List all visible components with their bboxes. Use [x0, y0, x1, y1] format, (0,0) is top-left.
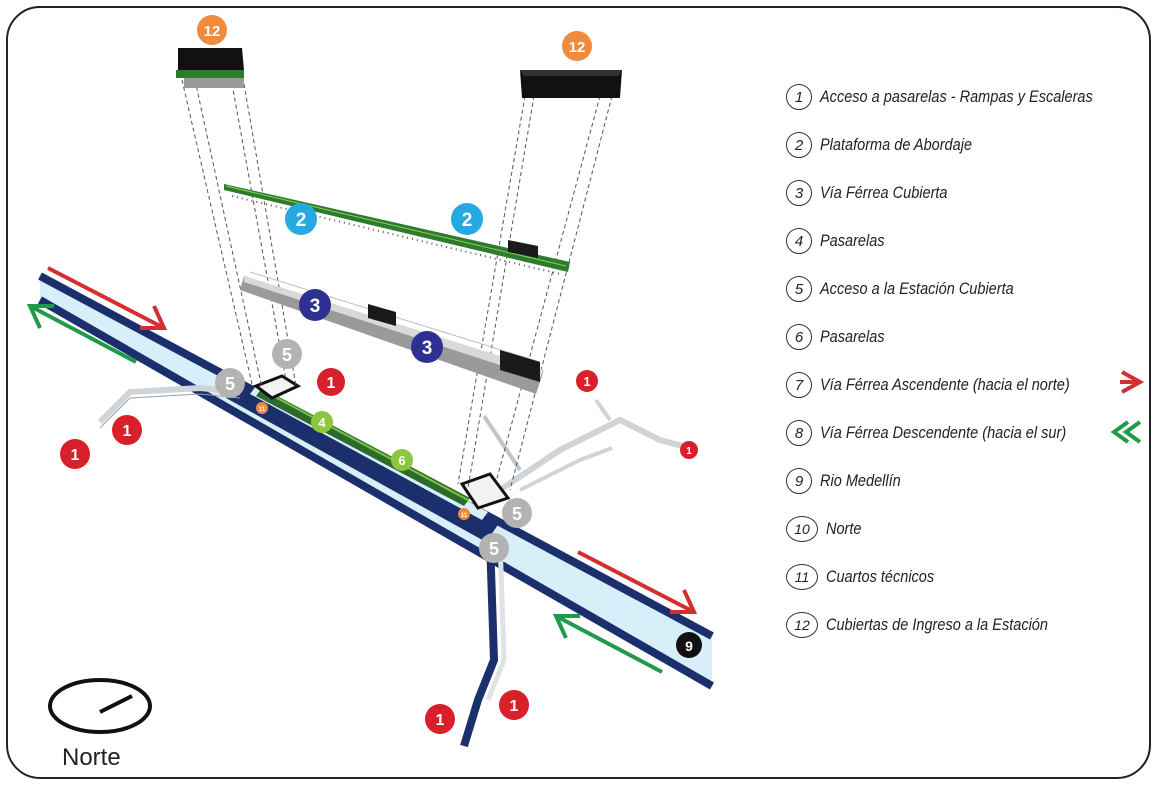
marker-5-d: 5 — [479, 533, 509, 563]
legend-label: Cuartos técnicos — [826, 567, 935, 586]
legend-number: 8 — [786, 420, 812, 446]
svg-text:6: 6 — [398, 453, 405, 468]
ground-station-blocks — [252, 374, 511, 510]
svg-text:11: 11 — [461, 513, 468, 519]
svg-text:5: 5 — [489, 539, 499, 559]
marker-3-east: 3 — [411, 331, 443, 363]
legend-label: Norte — [826, 519, 862, 538]
marker-1-e: 1 — [680, 441, 698, 459]
east-access-ramp — [482, 398, 691, 493]
svg-text:1: 1 — [510, 698, 519, 715]
legend-item-7: 7 Vía Férrea Ascendente (hacia el norte) — [786, 370, 1104, 400]
legend-item-8: 8 Vía Férrea Descendente (hacia el sur) — [786, 418, 1100, 448]
marker-2-east: 2 — [451, 203, 483, 235]
walkway-tracks — [256, 388, 470, 506]
legend-item-1: 1 Acceso a pasarelas - Rampas y Escaleras — [786, 82, 1130, 112]
marker-12-east: 12 — [562, 31, 592, 61]
marker-9: 9 — [676, 632, 702, 658]
diagram-frame — [6, 6, 1151, 779]
legend-item-5: 5 Acceso a la Estación Cubierta — [786, 274, 1040, 304]
svg-text:1: 1 — [71, 447, 80, 464]
marker-5-b: 5 — [215, 368, 245, 398]
marker-5-c: 5 — [502, 498, 532, 528]
marker-3-west: 3 — [299, 289, 331, 321]
legend-number: 12 — [786, 612, 818, 638]
legend-number: 1 — [786, 84, 812, 110]
marker-12-west: 12 — [197, 15, 227, 45]
svg-text:12: 12 — [204, 23, 221, 40]
compass-icon — [48, 678, 152, 734]
northbound-arrows — [47, 266, 698, 614]
projection-lines — [181, 79, 613, 491]
markers: 12 12 2 2 3 3 5 5 5 5 4 6 11 11 1 1 1 1 … — [60, 15, 702, 734]
south-access-ramp — [460, 539, 507, 748]
legend-item-12: 12 Cubiertas de Ingreso a la Estación — [786, 610, 1078, 640]
boarding-platform — [224, 184, 570, 275]
legend-label: Acceso a la Estación Cubierta — [820, 279, 1014, 298]
legend-number: 11 — [786, 564, 818, 590]
legend-label: Vía Férrea Ascendente (hacia el norte) — [820, 375, 1070, 394]
legend-item-3: 3 Vía Férrea Cubierta — [786, 178, 965, 208]
marker-11-east: 11 — [458, 508, 470, 520]
marker-11-west: 11 — [256, 402, 268, 414]
svg-text:5: 5 — [282, 345, 292, 365]
svg-text:12: 12 — [569, 39, 586, 56]
svg-text:11: 11 — [259, 407, 266, 413]
marker-2-west: 2 — [285, 203, 317, 235]
legend-number: 2 — [786, 132, 812, 158]
legend-number: 7 — [786, 372, 812, 398]
svg-text:5: 5 — [512, 504, 522, 524]
compass-label: Norte — [62, 744, 121, 771]
svg-text:2: 2 — [296, 210, 307, 231]
svg-text:1: 1 — [686, 446, 692, 457]
svg-text:1: 1 — [583, 374, 590, 389]
legend-item-10: 10 Norte — [786, 514, 866, 544]
marker-1-b: 1 — [112, 415, 142, 445]
svg-text:4: 4 — [318, 415, 326, 430]
legend-number: 5 — [786, 276, 812, 302]
legend-item-11: 11 Cuartos técnicos — [786, 562, 949, 592]
southbound-arrows — [26, 304, 663, 674]
legend-item-4: 4 Pasarelas — [786, 226, 893, 256]
svg-text:3: 3 — [310, 296, 321, 317]
legend-green-arrow-icon — [1110, 420, 1142, 444]
marker-5-a: 5 — [272, 339, 302, 369]
svg-text:9: 9 — [685, 638, 693, 654]
legend-label: Acceso a pasarelas - Rampas y Escaleras — [820, 87, 1093, 106]
marker-1-a: 1 — [317, 368, 345, 396]
legend-label: Pasarelas — [820, 327, 885, 346]
legend-red-arrow-icon — [1120, 370, 1145, 394]
legend-number: 9 — [786, 468, 812, 494]
marker-1-f: 1 — [425, 704, 455, 734]
svg-text:5: 5 — [225, 374, 235, 394]
legend-number: 3 — [786, 180, 812, 206]
legend-item-2: 2 Plataforma de Abordaje — [786, 130, 993, 160]
marker-1-d: 1 — [576, 370, 598, 392]
legend-number: 4 — [786, 228, 812, 254]
legend-label: Vía Férrea Descendente (hacia el sur) — [820, 423, 1067, 442]
legend-number: 6 — [786, 324, 812, 350]
marker-1-c: 1 — [60, 439, 90, 469]
marker-4: 4 — [311, 411, 333, 433]
legend-label: Rio Medellín — [820, 471, 901, 490]
legend-label: Vía Férrea Cubierta — [820, 183, 948, 202]
svg-text:1: 1 — [123, 423, 132, 440]
legend-label: Cubiertas de Ingreso a la Estación — [826, 615, 1048, 634]
svg-text:2: 2 — [462, 210, 473, 231]
entrance-roofs — [176, 48, 622, 98]
legend-item-6: 6 Pasarelas — [786, 322, 893, 352]
legend-item-9: 9 Rio Medellín — [786, 466, 912, 496]
legend-label: Plataforma de Abordaje — [820, 135, 973, 154]
marker-1-g: 1 — [499, 690, 529, 720]
svg-text:1: 1 — [327, 375, 336, 392]
svg-text:3: 3 — [422, 338, 433, 359]
svg-text:1: 1 — [436, 712, 445, 729]
legend-number: 10 — [786, 516, 818, 542]
marker-6: 6 — [391, 449, 413, 471]
legend-label: Pasarelas — [820, 231, 885, 250]
